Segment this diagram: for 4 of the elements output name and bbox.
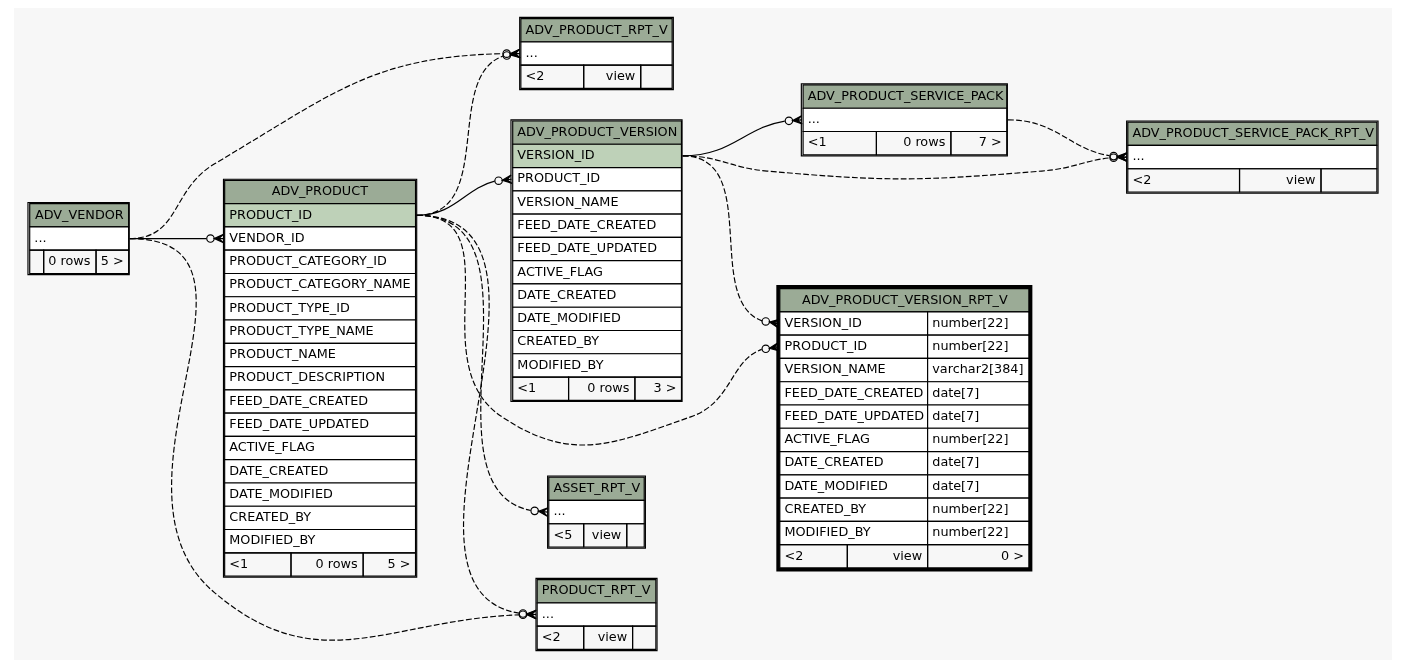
connector — [415, 214, 537, 620]
connector — [681, 155, 780, 329]
connector — [128, 238, 537, 641]
connector — [1006, 119, 1128, 162]
